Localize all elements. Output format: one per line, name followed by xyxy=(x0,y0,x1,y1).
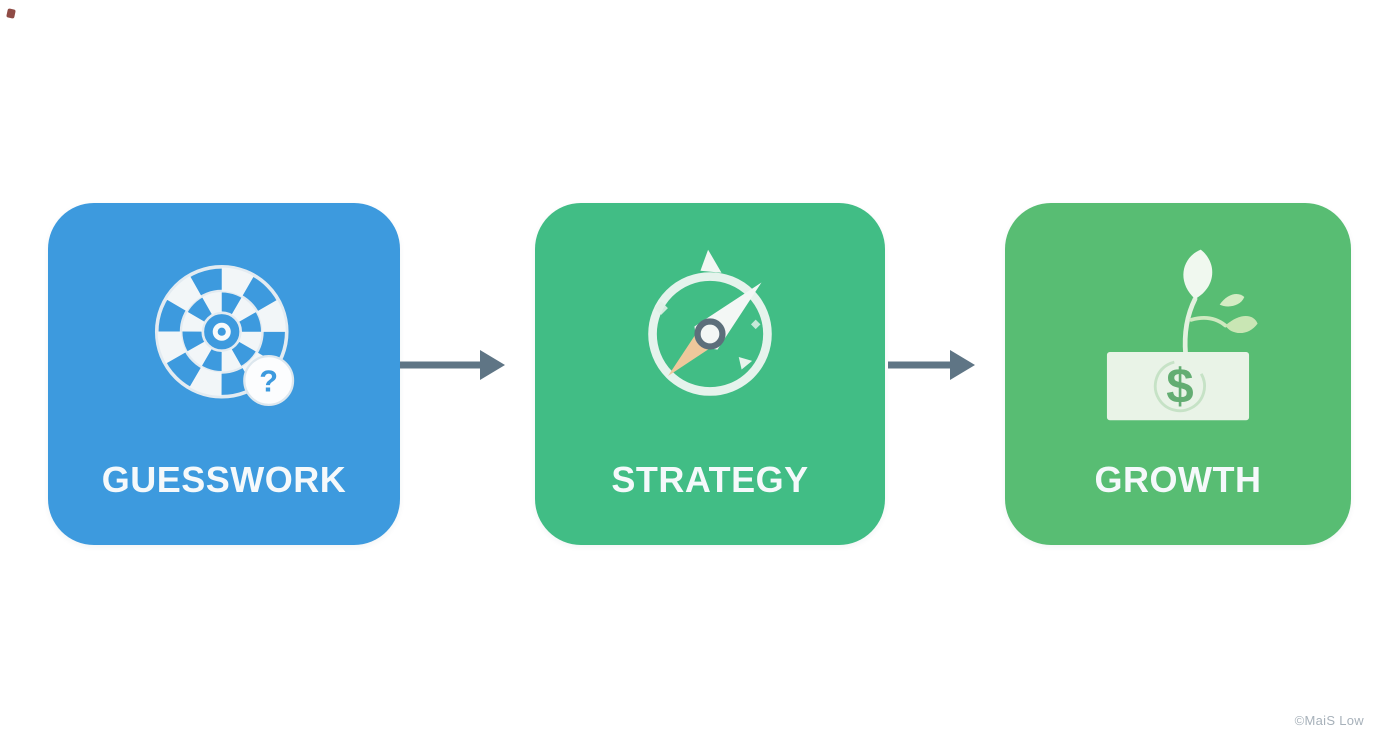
compass-icon xyxy=(535,231,885,436)
question-badge xyxy=(243,354,295,406)
banknote-shape xyxy=(1106,351,1250,420)
step-label-strategy: STRATEGY xyxy=(611,459,809,500)
dollar-sign-glyph: $ xyxy=(1166,359,1193,414)
watermark-credit: ©MaiS Low xyxy=(1294,713,1364,728)
money-plant-icon: $ xyxy=(1005,231,1351,436)
dartboard-question-icon: ? xyxy=(48,231,400,436)
question-mark-glyph: ? xyxy=(259,363,278,398)
step-label-guesswork: GUESSWORK xyxy=(101,459,347,500)
arrow-right-icon xyxy=(400,350,505,380)
step-card-strategy: STRATEGY xyxy=(535,203,885,545)
step-card-growth: $ GROWTH xyxy=(1005,203,1351,545)
arrow-right-icon xyxy=(888,350,975,380)
corner-artifact xyxy=(6,8,16,19)
step-label-growth: GROWTH xyxy=(1094,459,1262,500)
arrow-strategy-to-growth xyxy=(886,343,976,387)
step-card-guesswork: ? GUESSWORK xyxy=(48,203,400,545)
arrow-guesswork-to-strategy xyxy=(398,343,506,387)
